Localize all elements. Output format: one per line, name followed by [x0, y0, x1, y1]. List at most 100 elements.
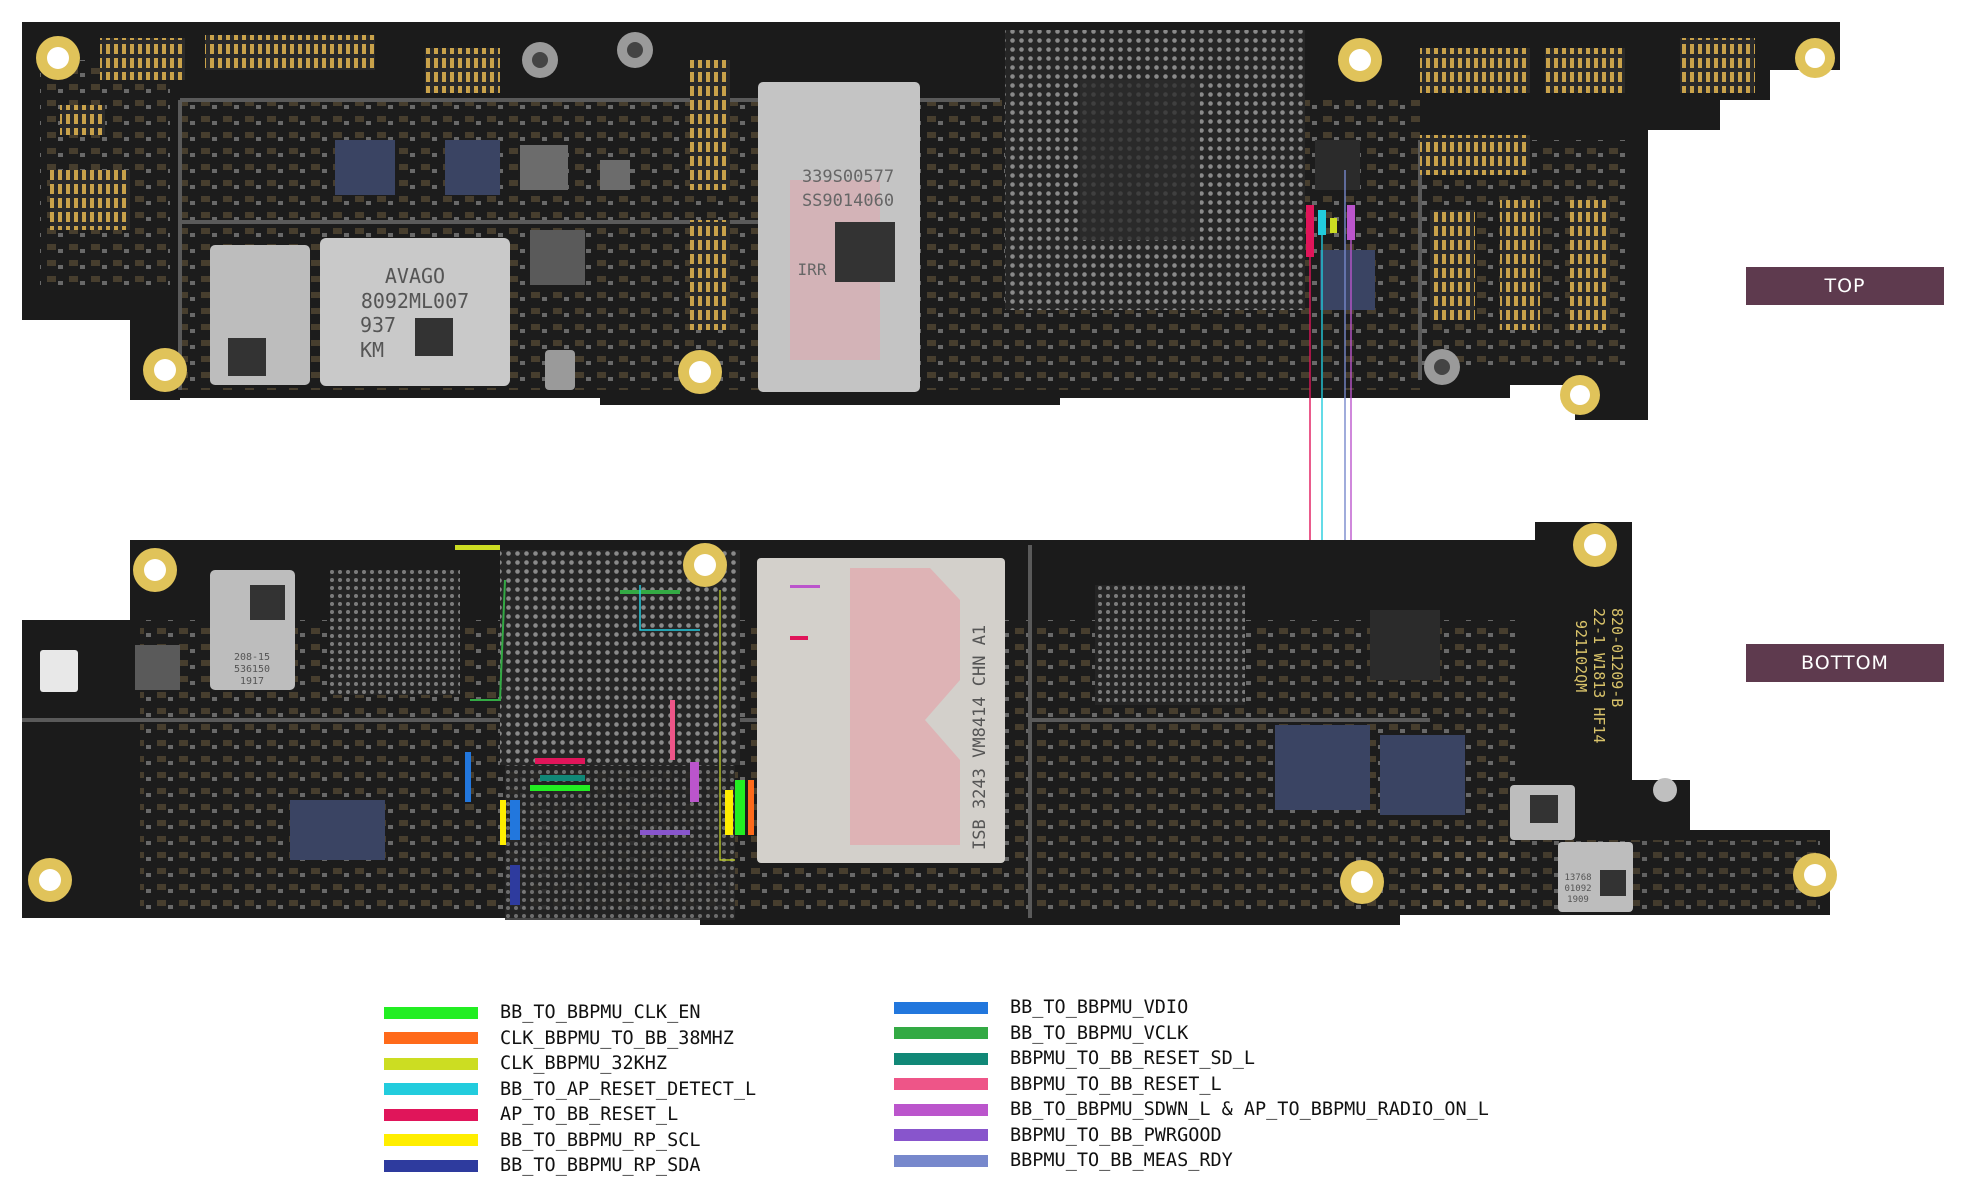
legend-swatch	[894, 1103, 988, 1116]
legend-label: BB_TO_BBPMU_RP_SDA	[500, 1155, 701, 1177]
connector-top-7	[60, 105, 105, 135]
board-id-2: 22-1 W1813 HF14	[1590, 608, 1608, 743]
connector-top-4	[690, 60, 730, 190]
module-line1: 208-15	[234, 652, 270, 663]
qr-code	[835, 222, 895, 282]
module-line3: 1917	[240, 676, 264, 687]
bottom-label: BOTTOM	[1746, 644, 1944, 682]
storage-line1: 339S00577	[802, 167, 894, 187]
connector-top-8	[1420, 48, 1530, 93]
apple-logo-icon	[1653, 778, 1677, 802]
white-pad	[40, 650, 78, 692]
legend-item: BBPMU_TO_BB_RESET_SD_L	[894, 1046, 1489, 1072]
legend-swatch	[894, 1052, 988, 1065]
legend-item: BB_TO_BBPMU_RP_SCL	[384, 1128, 756, 1154]
qr-code	[228, 338, 266, 376]
legend-swatch	[894, 1027, 988, 1040]
camera-sensor	[545, 350, 575, 390]
ic-dark-4	[1315, 140, 1360, 190]
connector-top-9	[1545, 48, 1625, 93]
ic-blue-2	[445, 140, 500, 195]
connector-top-10	[1680, 38, 1755, 93]
storage-line3: IRR	[798, 260, 827, 279]
pa-chip-line3: 937	[360, 313, 396, 337]
pa-chip-line1: AVAGO	[385, 264, 445, 288]
legend-swatch	[384, 1134, 478, 1147]
storage-line2: SS9014060	[802, 191, 894, 211]
legend-swatch	[384, 1083, 478, 1096]
ic-grey-bottom	[135, 645, 180, 690]
legend-label: BBPMU_TO_BB_MEAS_RDY	[1010, 1150, 1233, 1172]
module-line5: 01092	[1564, 884, 1591, 894]
ic-grey-2	[530, 230, 585, 285]
pa-chip	[320, 238, 510, 386]
pa-chip-line4: KM	[360, 338, 384, 362]
board-id-3: 921102QM	[1572, 620, 1590, 692]
legend-label: BB_TO_AP_RESET_DETECT_L	[500, 1078, 757, 1100]
legend-label: BB_TO_BBPMU_CLK_EN	[500, 1002, 701, 1024]
legend-item: BB_TO_BBPMU_CLK_EN	[384, 1000, 756, 1026]
legend-item: CLK_BBPMU_TO_BB_38MHZ	[384, 1026, 756, 1052]
legend-item: BB_TO_BBPMU_SDWN_L & AP_TO_BBPMU_RADIO_O…	[894, 1097, 1489, 1123]
connector-top-13	[1500, 200, 1540, 330]
ic-blue-3	[1320, 250, 1375, 310]
legend-swatch	[894, 1078, 988, 1091]
module-line4: 13768	[1564, 873, 1591, 883]
legend-label: AP_TO_BB_RESET_L	[500, 1104, 679, 1126]
legend-swatch	[384, 1159, 478, 1172]
legend-label: BBPMU_TO_BB_RESET_L	[1010, 1073, 1222, 1095]
legend-item: AP_TO_BB_RESET_L	[384, 1102, 756, 1128]
legend-swatch	[384, 1006, 478, 1019]
legend-item: BBPMU_TO_BB_MEAS_RDY	[894, 1148, 1489, 1174]
connector-top-2	[205, 35, 375, 70]
qr-code	[1530, 795, 1558, 823]
legend-swatch	[384, 1108, 478, 1121]
ic-blue-1	[335, 140, 395, 195]
legend-right: BB_TO_BBPMU_VDIO BB_TO_BBPMU_VCLK BBPMU_…	[894, 995, 1489, 1174]
module-line2: 536150	[234, 664, 270, 675]
legend-item: BB_TO_BBPMU_VCLK	[894, 1021, 1489, 1047]
legend-item: CLK_BBPMU_32KHZ	[384, 1051, 756, 1077]
legend-label: BB_TO_BBPMU_RP_SCL	[500, 1129, 701, 1151]
legend-item: BBPMU_TO_BB_RESET_L	[894, 1072, 1489, 1098]
ic-blue-bottom-1	[1275, 725, 1370, 810]
legend-item: BB_TO_BBPMU_RP_SDA	[384, 1153, 756, 1179]
modem-marking: ISB 3243 VM8414 CHN A1	[970, 625, 990, 850]
connector-top-5	[690, 220, 730, 330]
connector-top-1	[100, 38, 185, 80]
top-label: TOP	[1746, 267, 1944, 305]
legend-swatch	[894, 1154, 988, 1167]
legend-swatch	[384, 1032, 478, 1045]
legend-label: BBPMU_TO_BB_RESET_SD_L	[1010, 1048, 1256, 1070]
legend-swatch	[894, 1001, 988, 1014]
bga-left	[330, 570, 460, 695]
legend-label: CLK_BBPMU_32KHZ	[500, 1053, 668, 1075]
legend-label: BB_TO_BBPMU_VCLK	[1010, 1022, 1189, 1044]
legend-label: BB_TO_BBPMU_VDIO	[1010, 997, 1189, 1019]
legend-swatch	[384, 1057, 478, 1070]
connector-top-12	[1430, 210, 1475, 320]
connector-top-11	[1420, 135, 1530, 175]
ic-blue-bottom-2	[1380, 735, 1465, 815]
legend-item: BB_TO_AP_RESET_DETECT_L	[384, 1077, 756, 1103]
ic-grey-1	[520, 145, 568, 190]
legend-label: BBPMU_TO_BB_PWRGOOD	[1010, 1124, 1222, 1146]
bottom-board: 208-15 536150 1917 ISB 3243 VM8414 CHN A…	[22, 522, 1837, 925]
qr-code	[250, 585, 285, 620]
highlighted-nets	[455, 545, 820, 905]
legend-item: BB_TO_BBPMU_VDIO	[894, 995, 1489, 1021]
ic-grey-3	[600, 160, 630, 190]
ic-blue-bottom-3	[290, 800, 385, 860]
qr-code	[415, 318, 453, 356]
legend-label: BB_TO_BBPMU_SDWN_L & AP_TO_BBPMU_RADIO_O…	[1010, 1099, 1489, 1121]
legend-item: BBPMU_TO_BB_PWRGOOD	[894, 1123, 1489, 1149]
pa-chip-line2: 8092ML007	[361, 289, 469, 313]
legend-label: CLK_BBPMU_TO_BB_38MHZ	[500, 1027, 734, 1049]
connector-top-14	[1570, 200, 1610, 330]
board-id-1: 820-01209-B	[1608, 608, 1626, 707]
module-line6: 1909	[1567, 895, 1589, 905]
legend-swatch	[894, 1129, 988, 1142]
bga-right	[1095, 585, 1245, 705]
connector-top-6	[50, 170, 130, 230]
